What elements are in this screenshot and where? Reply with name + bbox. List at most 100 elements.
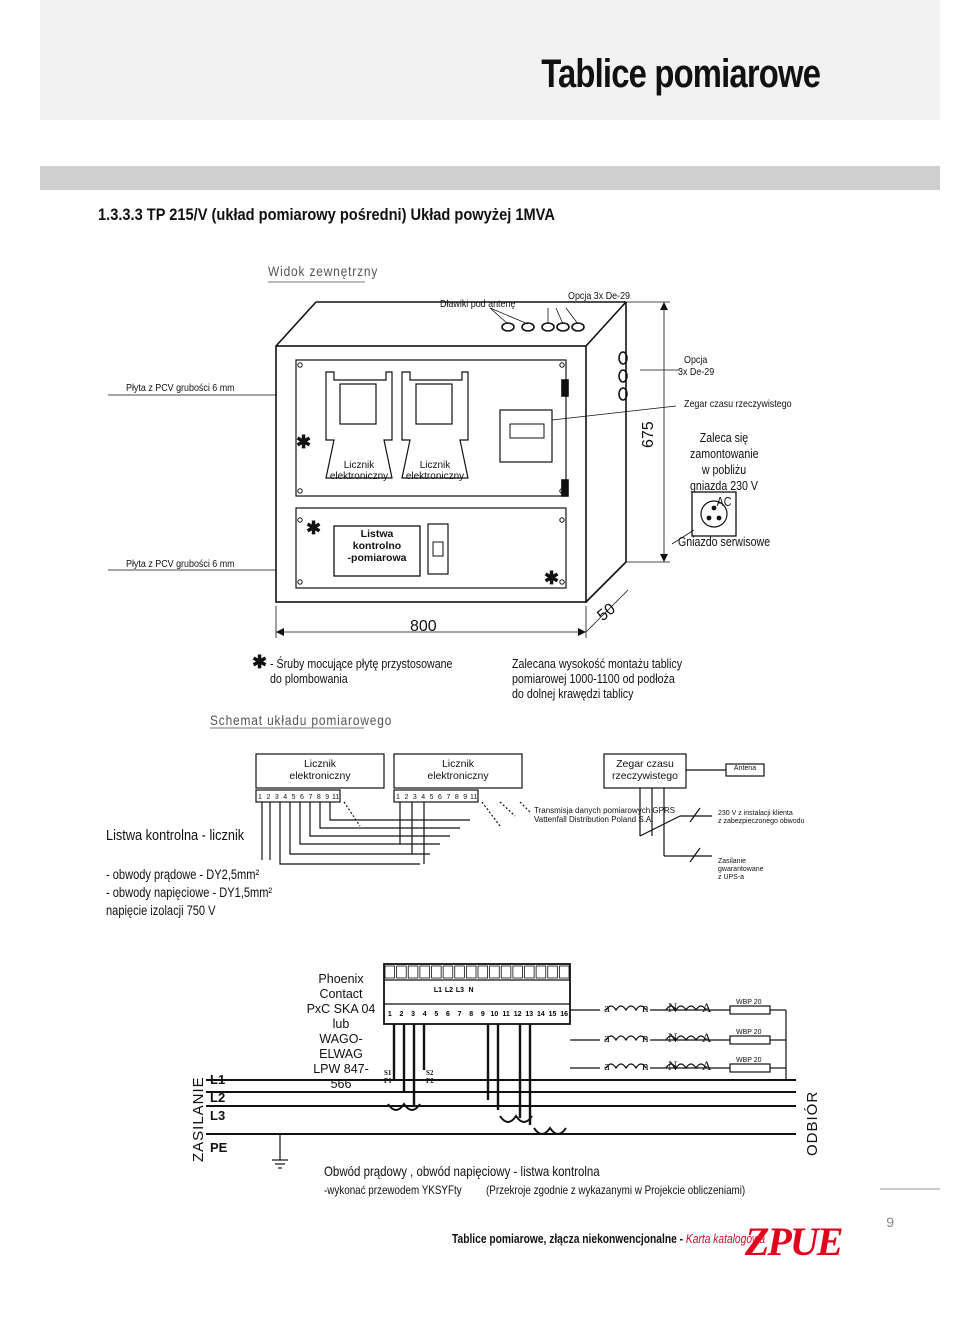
- line-pe: PE: [210, 1140, 228, 1155]
- gprs-note: Transmisja danych pomiarowych GPRS Vatte…: [534, 806, 676, 824]
- ups-supply-note: Zasilanie gwarantowane z UPS-a: [718, 858, 764, 881]
- terminal-number: 11: [470, 794, 477, 801]
- screws-note: - Śruby mocujące płytę przystosowane do …: [270, 656, 453, 686]
- terminal-number: 3: [413, 794, 417, 801]
- terminal-number: 5: [292, 794, 296, 801]
- strip-number: 12: [514, 1011, 522, 1018]
- strip-cell: [477, 965, 489, 979]
- terminal-number: 8: [455, 794, 459, 801]
- strip-cell: [558, 965, 570, 979]
- vt-N-1: N: [668, 1000, 678, 1015]
- option-top-label: Opcja 3x De-29: [568, 290, 631, 302]
- strip-number: 14: [537, 1011, 545, 1018]
- section-title: 1.3.3.3 TP 215/V (układ pomiarowy pośred…: [98, 205, 555, 224]
- strip-cell: [396, 965, 407, 979]
- strip-top-label: L3: [456, 987, 464, 994]
- strip-cell: [419, 965, 430, 979]
- line-l1: L1: [210, 1072, 226, 1087]
- dim-height: 675: [640, 421, 657, 448]
- supply-230-note: 230 V z instalacji klienta z zabezpieczo…: [718, 810, 805, 825]
- strip-number: 4: [423, 1011, 427, 1018]
- star-mark-1: ✱: [296, 432, 312, 452]
- strip-cell: [442, 965, 454, 979]
- strip-cell: [524, 965, 535, 979]
- strip-cell: [500, 965, 512, 979]
- zasilanie-label: ZASILANIE: [190, 1076, 207, 1162]
- strip-number: 13: [525, 1011, 533, 1018]
- odbior-label: ODBIÓR: [804, 1090, 821, 1156]
- page-title: Tablice pomiarowe: [541, 52, 821, 96]
- terminal-number: 3: [275, 794, 279, 801]
- terminal-number: 6: [438, 794, 442, 801]
- strip-top-label: N: [468, 987, 473, 994]
- strip-cell: [512, 965, 523, 979]
- strip-number: 6: [446, 1011, 450, 1018]
- vt-a-2: a: [604, 1030, 610, 1045]
- terminal-number: 2: [404, 794, 408, 801]
- terminal-number: 9: [463, 794, 467, 801]
- strip-top-label: L2: [445, 987, 453, 994]
- vt-a-3: a: [604, 1058, 610, 1073]
- vt-N-3: N: [668, 1058, 678, 1073]
- strip-number: 10: [491, 1011, 499, 1018]
- ct-1-labels-b: S2 P2: [426, 1069, 434, 1085]
- star-mark-3: ✱: [544, 568, 560, 588]
- terminal-number: 2: [266, 794, 270, 801]
- strip-number: 15: [549, 1011, 557, 1018]
- strip-label: Listwa kontrolno -pomiarowa: [347, 528, 407, 564]
- circuits-note: - obwody prądowe - DY2,5mm² - obwody nap…: [106, 867, 273, 918]
- wbp-3: WBP 20: [736, 1057, 762, 1064]
- strip-number: 8: [469, 1011, 473, 1018]
- recommend-note: Zaleca się zamontowanie w pobliżu gniazd…: [690, 431, 759, 509]
- strip-number: 7: [458, 1011, 462, 1018]
- external-view-subtitle: Widok zewnętrzny: [268, 263, 379, 279]
- strip-number: 1: [388, 1011, 392, 1018]
- wbp-1: WBP 20: [736, 999, 762, 1006]
- vt-A-1: A: [702, 1000, 712, 1015]
- antenna-label: Antena: [733, 765, 757, 772]
- ct-1-labels: S1 P1: [384, 1069, 392, 1085]
- glands-label: Dławiki pod antenę: [440, 298, 516, 310]
- option-side-label-2: 3x De-29: [678, 366, 715, 378]
- terminal-number: 1: [258, 794, 262, 801]
- strip-cell: [384, 965, 396, 979]
- vt-N-2: N: [668, 1030, 678, 1045]
- clock-label: Zegar czasu rzeczywistego: [684, 398, 792, 410]
- bottom-note: Obwód prądowy , obwód napięciowy - listw…: [324, 1163, 600, 1179]
- vt-a-1: a: [604, 1000, 610, 1015]
- schem-clock-label: Zegar czasu rzeczywistego: [612, 758, 678, 782]
- strip-number: 3: [411, 1011, 415, 1018]
- strip-number: 11: [502, 1011, 510, 1018]
- terminal-number: 11: [332, 794, 339, 801]
- vt-n-1: n: [642, 1000, 649, 1015]
- cross-note: (Przekroje zgodnie z wykazanymi w Projek…: [486, 1183, 746, 1197]
- dim-width: 800: [410, 618, 437, 635]
- pcv-bottom-label: Płyta z PCV grubości 6 mm: [126, 558, 235, 570]
- strip-number: 2: [399, 1011, 403, 1018]
- strip-cell: [431, 965, 442, 979]
- socket-label: Gniazdo serwisowe: [678, 535, 771, 549]
- height-note: Zalecana wysokość montażu tablicy pomiar…: [512, 656, 683, 701]
- terminal-number: 6: [300, 794, 304, 801]
- terminal-number: 4: [283, 794, 287, 801]
- cabinet-drawing: [108, 281, 737, 638]
- terminal-number: 1: [396, 794, 400, 801]
- footer-text: Tablice pomiarowe, złącza niekonwencjona…: [452, 1232, 766, 1246]
- strip-cell: [407, 965, 419, 979]
- strip-top-label: L1: [434, 987, 442, 994]
- vt-A-3: A: [702, 1058, 712, 1073]
- terminal-number: 8: [317, 794, 321, 801]
- strip-number: 16: [560, 1011, 568, 1018]
- pcv-top-label: Płyta z PCV grubości 6 mm: [126, 382, 235, 394]
- section-bar: [40, 166, 940, 190]
- strip-title: Listwa kontrolna - licznik: [106, 827, 245, 844]
- vt-A-2: A: [702, 1030, 712, 1045]
- vt-n-2: n: [642, 1030, 649, 1045]
- strip-cell: [489, 965, 500, 979]
- line-l2: L2: [210, 1090, 226, 1105]
- meter-2-label: Licznik elektroniczny: [405, 460, 465, 482]
- meter-1-label: Licznik elektroniczny: [329, 460, 389, 482]
- schematic-subtitle: Schemat układu pomiarowego: [210, 712, 393, 728]
